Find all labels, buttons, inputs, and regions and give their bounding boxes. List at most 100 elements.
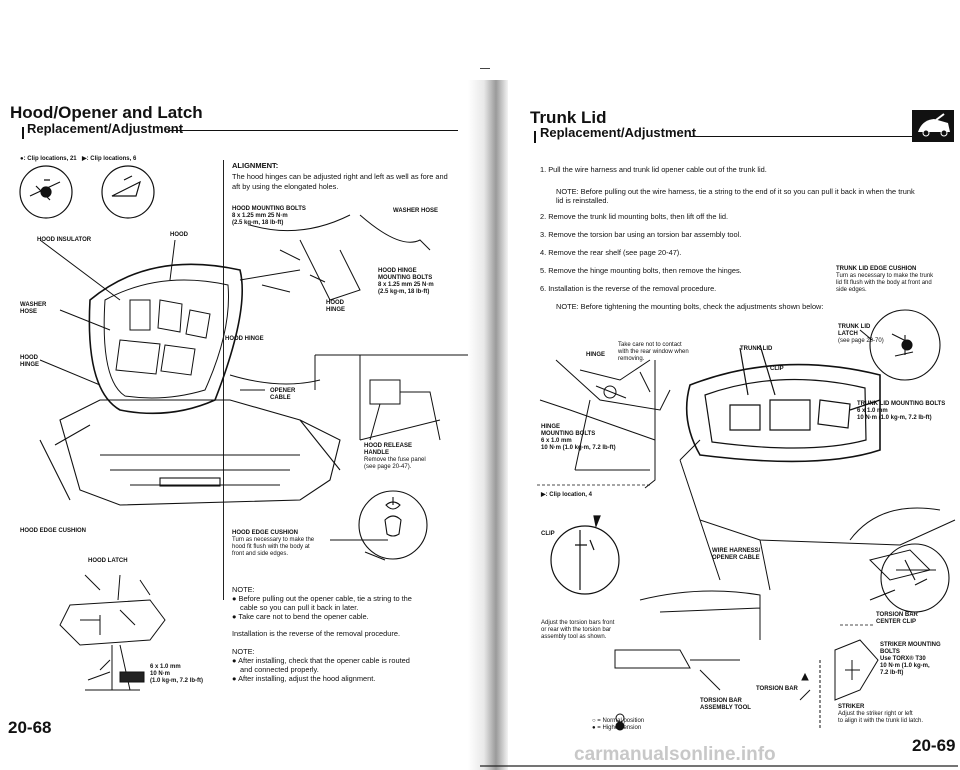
hood-mounting-bolts-label: HOOD MOUNTING BOLTS xyxy=(232,206,306,212)
hood-edge-cushion-label: HOOD EDGE CUSHION xyxy=(20,528,87,534)
clip-legend-dot: ●: Clip locations, 21 xyxy=(20,156,77,162)
step-6: 6. Installation is the reverse of the re… xyxy=(540,284,717,293)
take-care-text2: with the rear window when xyxy=(618,349,689,355)
striker-bolts-spec: 10 N·m (1.0 kg-m, xyxy=(880,663,930,669)
hood-mounting-bolts-spec: 8 x 1.25 mm 25 N·m xyxy=(232,213,288,219)
note1-heading: NOTE: xyxy=(232,585,255,594)
hood-hinge-center-label: HOOD HINGE xyxy=(225,336,264,342)
wire-harness-label: WIRE HARNESS/ xyxy=(712,548,761,554)
opener-cable-drawing xyxy=(229,354,470,441)
left-page-number: 20-68 xyxy=(8,718,52,737)
striker-bolts-label: STRIKER MOUNTING xyxy=(880,642,941,648)
hinge-bolts-label2: MOUNTING BOLTS xyxy=(541,431,596,437)
clip-circle-arrow-icon xyxy=(101,165,155,219)
left-page-subtitle: Replacement/Adjustment xyxy=(27,121,184,136)
hinge-label: HINGE xyxy=(586,352,606,358)
adjust-torsion-text3: assembly tool as shown. xyxy=(541,634,607,640)
clip-top-label: CLIP xyxy=(770,366,784,372)
trunk-cushion-text3: side edges. xyxy=(836,287,867,293)
trunk-latch-label: TRUNK LID xyxy=(838,324,871,330)
car-rear-body-drawing xyxy=(679,439,956,591)
striker-drawing xyxy=(799,639,879,730)
trunk-hinge-detail xyxy=(539,359,671,489)
striker-bolts-torx: Use TORX® T30 xyxy=(880,656,926,662)
opener-cable-label: OPENER xyxy=(270,388,296,394)
left-subtitle-rule xyxy=(168,130,458,131)
trunk-cushion-text2: lid fit flush with the body at front and xyxy=(836,280,932,286)
torsion-center-clip-detail xyxy=(869,543,950,613)
lid-bolts-spec: 6 x 1.0 mm xyxy=(857,408,888,414)
hood-drawing xyxy=(39,239,243,415)
lid-bolts-spec2: 10 N·m (1.0 kg-m, 7.2 lb-ft) xyxy=(857,415,932,421)
hood-label: HOOD xyxy=(170,232,188,238)
torsion-clip-label2: CENTER CLIP xyxy=(876,619,917,625)
edge-cushion-text3: front and side edges. xyxy=(232,551,289,557)
trunk-cushion-text1: Turn as necessary to make the trunk xyxy=(836,273,934,279)
striker-text1: Adjust the striker right or left xyxy=(838,711,913,717)
torsion-bar-label: TORSION BAR xyxy=(756,686,798,692)
step-1-note2: lid is reinstalled. xyxy=(556,196,609,205)
edge-cushion-text2: hood fit flush with the body at xyxy=(232,544,310,550)
clip-left-label: CLIP xyxy=(541,531,555,537)
right-page-title: Trunk Lid xyxy=(530,108,607,127)
step-1: 1. Pull the wire harness and trunk lid o… xyxy=(540,165,767,174)
note2-line2: and connected properly. xyxy=(240,665,319,674)
release-handle-label: HOOD RELEASE xyxy=(364,443,413,449)
hood-mounting-bolts-spec2: (2.5 kg-m, 18 lb-ft) xyxy=(232,220,284,226)
step-5: 5. Remove the hinge mounting bolts, then… xyxy=(540,266,742,275)
washer-hose-top-label: WASHER HOSE xyxy=(393,208,439,214)
striker-bolts-spec2: 7.2 lb-ft) xyxy=(880,670,904,676)
hinge-bolts-label: HINGE xyxy=(541,424,561,430)
release-handle-note2: (see page 20-47). xyxy=(364,464,412,470)
left-subtitle-tick xyxy=(22,127,24,139)
note1-line2: cable so you can pull it back in later. xyxy=(240,603,359,612)
step-4: 4. Remove the rear shelf (see page 20-47… xyxy=(540,248,682,257)
latch-bolt-spec3: (1.0 kg-m, 7.2 lb-ft) xyxy=(150,678,204,684)
take-care-text1: Take care not to contact xyxy=(618,342,682,348)
adjust-torsion-text2: or rear with the torsion bar xyxy=(541,627,612,633)
note2-line1: ● After installing, check that the opene… xyxy=(232,656,410,665)
clip-detail-circle xyxy=(550,515,620,595)
adjust-torsion-text1: Adjust the torsion bars front xyxy=(541,620,615,626)
step-1-note: NOTE: Before pulling out the wire harnes… xyxy=(556,187,915,196)
wire-harness-label2: OPENER CABLE xyxy=(712,555,760,561)
hood-hinge-left-label2: HINGE xyxy=(20,362,40,368)
trunk-latch-ref: (see page 20-70) xyxy=(838,338,884,344)
hood-hinge-bolts-spec: 8 x 1.25 mm 25 N·m xyxy=(378,282,434,288)
right-page-subtitle: Replacement/Adjustment xyxy=(540,125,697,140)
legend-normal: ○ = Normal position xyxy=(592,718,645,724)
note1-line1: ● Before pulling out the opener cable, t… xyxy=(232,594,412,603)
hinge-bolts-spec: 6 x 1.0 mm xyxy=(541,438,572,444)
trunk-cushion-heading: TRUNK LID EDGE CUSHION xyxy=(836,266,917,272)
trunk-cushion-detail xyxy=(859,309,941,381)
hood-hinge-bolts-spec2: (2.5 kg-m, 18 lb-ft) xyxy=(378,289,430,295)
release-handle-note: Remove the fuse panel xyxy=(364,457,426,463)
striker-heading: STRIKER xyxy=(838,704,865,710)
edge-cushion-heading: HOOD EDGE CUSHION xyxy=(232,530,299,536)
trunk-latch-label2: LATCH xyxy=(838,331,858,337)
note2-heading: NOTE: xyxy=(232,647,255,656)
washer-hose-label2: HOSE xyxy=(20,309,38,315)
hood-latch-label: HOOD LATCH xyxy=(88,558,128,564)
torsion-tool-label: TORSION BAR xyxy=(700,698,742,704)
edge-cushion-detail xyxy=(330,490,428,561)
lid-bolts-label: TRUNK LID MOUNTING BOLTS xyxy=(857,401,946,407)
washer-hose-label: WASHER xyxy=(20,302,47,308)
trunk-lid-section-icon xyxy=(912,110,954,142)
clip-circle-dot-icon xyxy=(19,165,73,219)
hood-hinge-left-label: HOOD xyxy=(20,355,38,361)
hinge-bolts-spec2: 10 N·m (1.0 kg-m, 7.2 lb-ft) xyxy=(541,445,616,451)
hood-hinge-small-label: HOOD xyxy=(326,300,344,306)
adjust-note: NOTE: Before tightening the mounting bol… xyxy=(556,302,824,311)
alignment-heading: ALIGNMENT: xyxy=(232,161,279,170)
note2-line3: ● After installing, adjust the hood alig… xyxy=(232,674,376,683)
watermark: carmanualsonline.info xyxy=(574,744,776,765)
torsion-tool-label2: ASSEMBLY TOOL xyxy=(700,705,751,711)
hood-insulator-label: HOOD INSULATOR xyxy=(37,237,92,243)
right-subtitle-tick xyxy=(534,131,536,143)
clip-location-label: ▶: Clip location, 4 xyxy=(541,492,592,498)
hood-latch-drawing xyxy=(59,574,166,691)
page-gutter xyxy=(468,80,508,770)
